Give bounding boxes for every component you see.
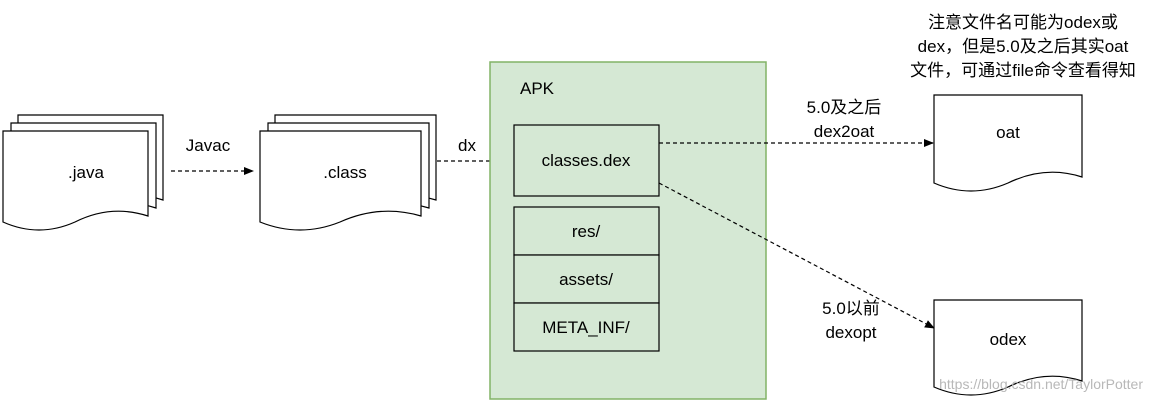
after-5-line1: 5.0及之后 xyxy=(807,98,882,117)
dx-label: dx xyxy=(458,136,476,155)
oat-node: oat xyxy=(933,94,1083,192)
before-5-line2: dexopt xyxy=(825,323,876,342)
assets-label: assets/ xyxy=(559,270,613,289)
meta-inf-cell xyxy=(513,302,660,352)
javac-label: Javac xyxy=(186,136,231,155)
apk-title: APK xyxy=(520,79,555,98)
java-files-node: .java xyxy=(2,114,164,231)
meta-inf-label: META_INF/ xyxy=(542,318,630,337)
res-label: res/ xyxy=(572,222,601,241)
note-line1: 注意文件名可能为odex或 xyxy=(928,13,1118,32)
before-5-line1: 5.0以前 xyxy=(822,299,880,318)
classes-dex-box xyxy=(513,124,660,197)
classes-dex-label: classes.dex xyxy=(542,151,631,170)
oat-label: oat xyxy=(996,123,1020,142)
class-label: .class xyxy=(323,163,366,182)
note-line3: 文件，可通过file命令查看得知 xyxy=(910,61,1136,80)
odex-label: odex xyxy=(990,330,1027,349)
odex-node: odex xyxy=(933,299,1083,396)
dexopt-arrow xyxy=(658,182,935,329)
apk-container: APK classes.dex res/ assets/ META_INF/ xyxy=(489,61,767,400)
java-label: .java xyxy=(68,163,104,182)
assets-cell xyxy=(513,254,660,304)
watermark: https://blog.csdn.net/TaylorPotter xyxy=(939,376,1143,392)
after-5-line2: dex2oat xyxy=(814,122,875,141)
class-files-node: .class xyxy=(259,114,437,231)
note-text: 注意文件名可能为odex或 dex，但是5.0及之后其实oat 文件，可通过fi… xyxy=(910,13,1136,80)
note-line2: dex，但是5.0及之后其实oat xyxy=(918,37,1129,56)
